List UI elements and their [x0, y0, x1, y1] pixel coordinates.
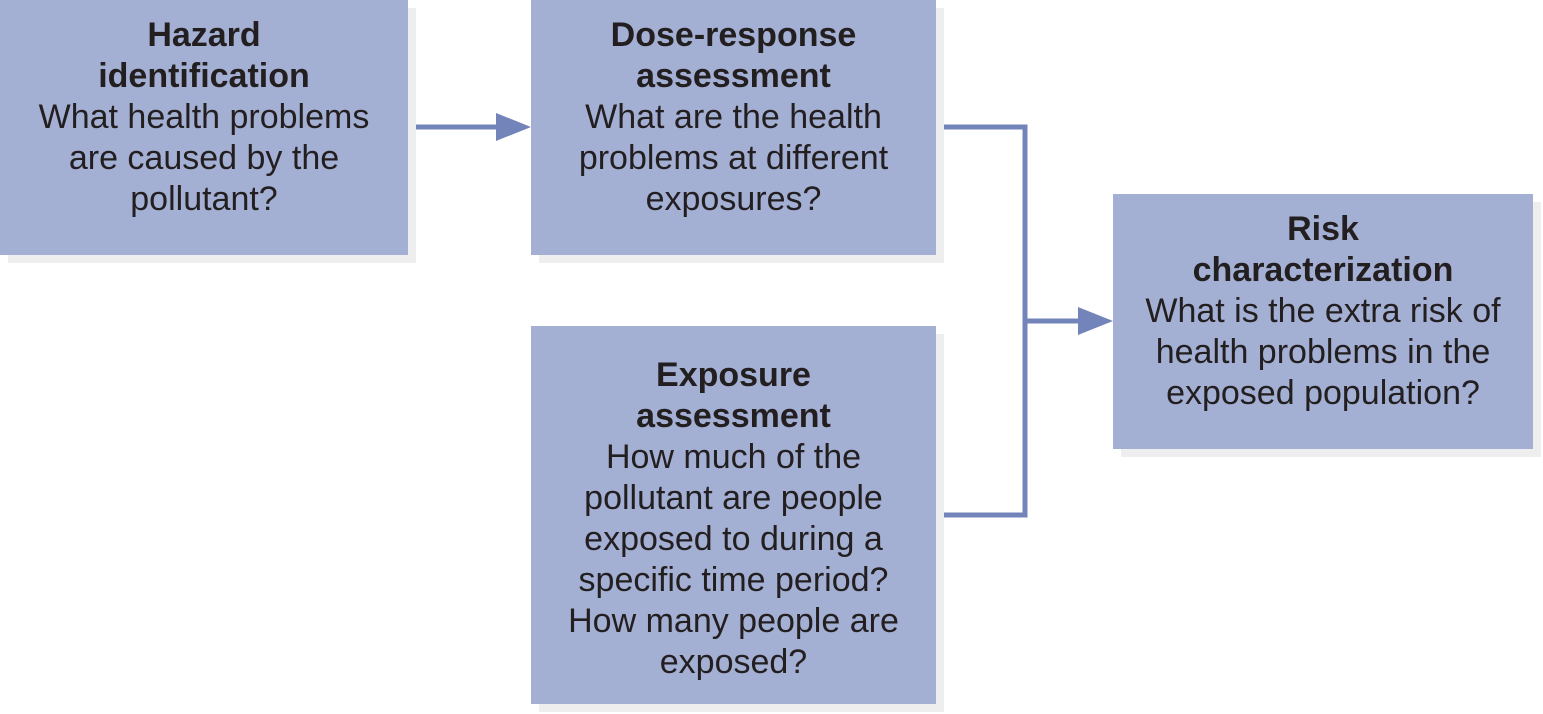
hazard-identification-body: What health problems are caused by the p…: [38, 98, 370, 218]
risk-characterization-box: Risk characterization What is the extra …: [1113, 194, 1533, 449]
hazard-identification-box: Hazard identification What health proble…: [0, 0, 408, 255]
risk-characterization-body: What is the extra risk of health problem…: [1145, 292, 1501, 412]
exposure-assessment-box: Exposure assessment How much of the poll…: [531, 326, 936, 704]
dose-response-assessment-box: Dose-response assessment What are the he…: [531, 0, 936, 255]
dose-response-assessment-title: Dose-response assessment: [610, 16, 857, 95]
arrowhead-dose: [496, 113, 531, 141]
risk-characterization-title: Risk characterization: [1192, 210, 1454, 289]
dose-response-assessment-body: What are the health problems at differen…: [578, 98, 889, 218]
exposure-assessment-body: How much of the pollutant are people exp…: [568, 438, 899, 681]
arrowhead-risk: [1078, 307, 1113, 335]
exposure-assessment-title: Exposure assessment: [636, 356, 831, 435]
hazard-identification-title: Hazard identification: [98, 16, 310, 95]
line-dose-to-merge: [936, 124, 1028, 518]
